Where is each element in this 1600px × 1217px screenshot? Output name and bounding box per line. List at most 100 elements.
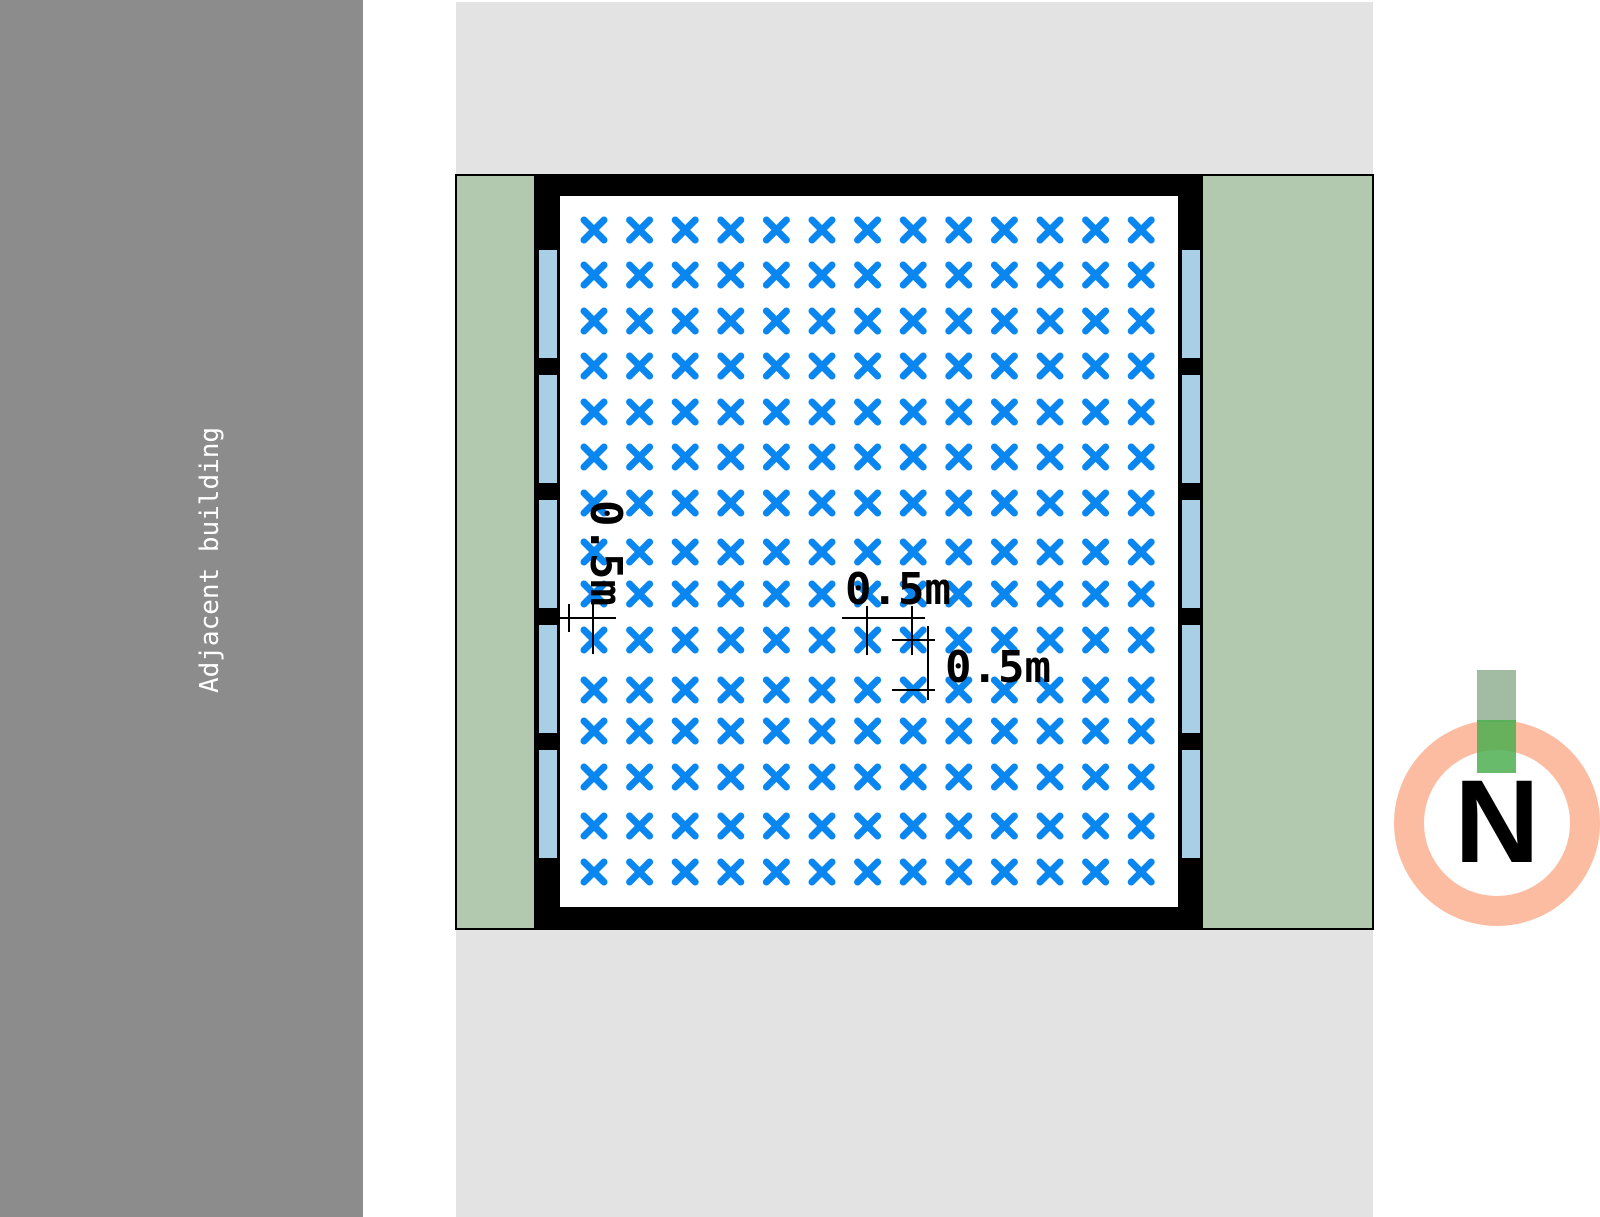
- cross-marker-icon: [580, 538, 608, 566]
- cross-marker-icon: [717, 261, 745, 289]
- cross-marker-icon: [945, 812, 973, 840]
- cross-marker-icon: [671, 580, 699, 608]
- cross-marker-icon: [762, 398, 790, 426]
- cross-marker-icon: [717, 352, 745, 380]
- cross-marker-icon: [1082, 352, 1110, 380]
- cross-marker-icon: [762, 812, 790, 840]
- cross-marker-icon: [808, 352, 836, 380]
- cross-marker-icon: [671, 443, 699, 471]
- cross-marker-icon: [808, 443, 836, 471]
- cross-marker-icon: [899, 858, 927, 886]
- cross-marker-icon: [1127, 763, 1155, 791]
- cross-marker-icon: [762, 717, 790, 745]
- cross-marker-icon: [808, 261, 836, 289]
- cross-marker-icon: [762, 489, 790, 517]
- cross-marker-icon: [717, 307, 745, 335]
- cross-marker-icon: [899, 398, 927, 426]
- cross-marker-icon: [808, 717, 836, 745]
- cross-marker-icon: [990, 307, 1018, 335]
- cross-marker-icon: [762, 443, 790, 471]
- cross-marker-icon: [945, 538, 973, 566]
- cross-marker-icon: [1036, 858, 1064, 886]
- cross-marker-icon: [945, 763, 973, 791]
- cross-marker-icon: [626, 580, 654, 608]
- window-pane-east: [1182, 375, 1200, 483]
- cross-marker-icon: [1127, 307, 1155, 335]
- cross-marker-icon: [671, 352, 699, 380]
- cross-marker-icon: [990, 216, 1018, 244]
- window-pane-west: [539, 375, 557, 483]
- cross-marker-icon: [854, 352, 882, 380]
- dimension-horizontal-spacing: 0.5m: [842, 564, 951, 655]
- cross-marker-icon: [626, 398, 654, 426]
- cross-marker-icon: [1036, 261, 1064, 289]
- cross-marker-icon: [945, 626, 973, 654]
- cross-marker-icon: [945, 858, 973, 886]
- cross-marker-icon: [1082, 443, 1110, 471]
- cross-marker-icon: [717, 443, 745, 471]
- cross-marker-icon: [1127, 538, 1155, 566]
- cross-marker-icon: [854, 676, 882, 704]
- cross-marker-icon: [717, 626, 745, 654]
- cross-marker-icon: [580, 352, 608, 380]
- compass-needle-upper: [1477, 670, 1516, 722]
- measurement-grid: [580, 216, 1155, 886]
- cross-marker-icon: [580, 307, 608, 335]
- cross-marker-icon: [580, 216, 608, 244]
- cross-marker-icon: [762, 352, 790, 380]
- cross-marker-icon: [717, 538, 745, 566]
- cross-marker-icon: [945, 443, 973, 471]
- dimension-label-wall-offset: 0.5m: [580, 500, 631, 606]
- cross-marker-icon: [1082, 307, 1110, 335]
- cross-marker-icon: [990, 763, 1018, 791]
- cross-marker-icon: [671, 626, 699, 654]
- cross-marker-icon: [990, 261, 1018, 289]
- cross-marker-icon: [717, 398, 745, 426]
- cross-marker-icon: [945, 261, 973, 289]
- cross-marker-icon: [671, 398, 699, 426]
- cross-marker-icon: [671, 489, 699, 517]
- window-pane-east: [1182, 250, 1200, 358]
- cross-marker-icon: [1082, 676, 1110, 704]
- cross-marker-icon: [990, 398, 1018, 426]
- cross-marker-icon: [1127, 216, 1155, 244]
- cross-marker-icon: [854, 812, 882, 840]
- compass-needle-lower: [1477, 720, 1516, 773]
- north-label: N: [1454, 756, 1539, 888]
- windows-west-wall: [539, 250, 557, 858]
- cross-marker-icon: [990, 717, 1018, 745]
- cross-marker-icon: [626, 763, 654, 791]
- cross-marker-icon: [854, 398, 882, 426]
- cross-marker-icon: [899, 489, 927, 517]
- dimension-label-vertical: 0.5m: [945, 642, 1051, 693]
- cross-marker-icon: [945, 489, 973, 517]
- cross-marker-icon: [1127, 398, 1155, 426]
- cross-marker-icon: [854, 717, 882, 745]
- cross-marker-icon: [1036, 216, 1064, 244]
- cross-marker-icon: [580, 717, 608, 745]
- cross-marker-icon: [990, 538, 1018, 566]
- cross-marker-icon: [1082, 763, 1110, 791]
- dimension-wall-offset: 0.5m: [534, 500, 631, 654]
- cross-marker-icon: [762, 307, 790, 335]
- cross-marker-icon: [1127, 626, 1155, 654]
- cross-marker-icon: [1127, 352, 1155, 380]
- cross-marker-icon: [945, 580, 973, 608]
- cross-marker-icon: [762, 763, 790, 791]
- north-arrow-icon: N: [1394, 670, 1600, 926]
- cross-marker-icon: [580, 261, 608, 289]
- cross-marker-icon: [671, 538, 699, 566]
- cross-marker-icon: [626, 676, 654, 704]
- cross-marker-icon: [580, 676, 608, 704]
- cross-marker-icon: [990, 352, 1018, 380]
- cross-marker-icon: [808, 538, 836, 566]
- dimension-vertical-spacing: 0.5m: [892, 626, 1051, 700]
- window-pane-west: [539, 625, 557, 733]
- cross-marker-icon: [762, 538, 790, 566]
- cross-marker-icon: [671, 812, 699, 840]
- cross-marker-icon: [945, 307, 973, 335]
- window-pane-east: [1182, 500, 1200, 608]
- cross-marker-icon: [899, 538, 927, 566]
- cross-marker-icon: [990, 676, 1018, 704]
- cross-marker-icon: [899, 812, 927, 840]
